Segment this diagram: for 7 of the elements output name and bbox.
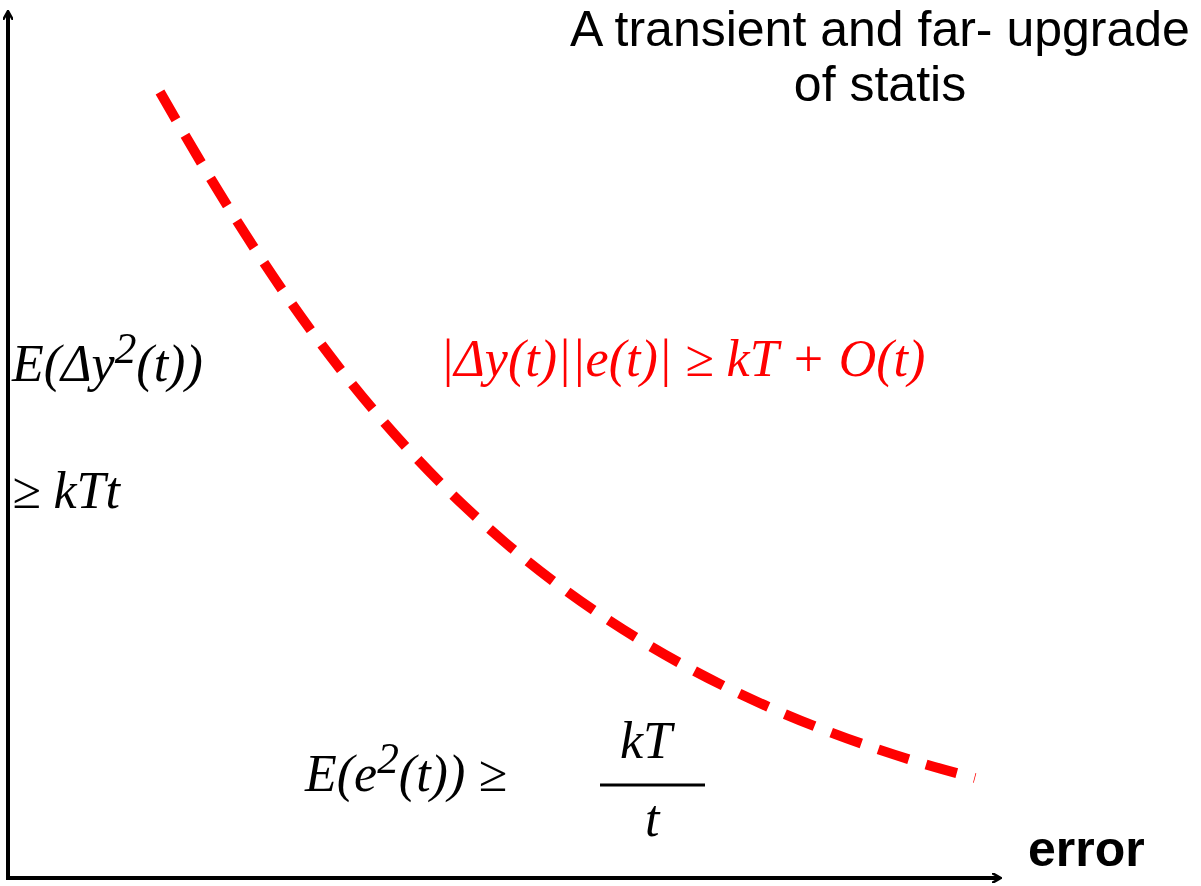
formula-text: t bbox=[645, 790, 660, 848]
formula-text: ≥ kTt bbox=[12, 462, 120, 520]
title-text: A transient and far- upgrade of statis bbox=[569, 2, 1191, 112]
formula-text: E(Δy$^{2}$(t)) bbox=[12, 325, 203, 393]
axis-label: error bbox=[1028, 822, 1145, 877]
formula-text: |Δy(t)||e(t)| ≥ kT + O(t) bbox=[440, 330, 926, 388]
formula-text: E(e$^{2}$(t)) ≥ bbox=[305, 735, 507, 803]
